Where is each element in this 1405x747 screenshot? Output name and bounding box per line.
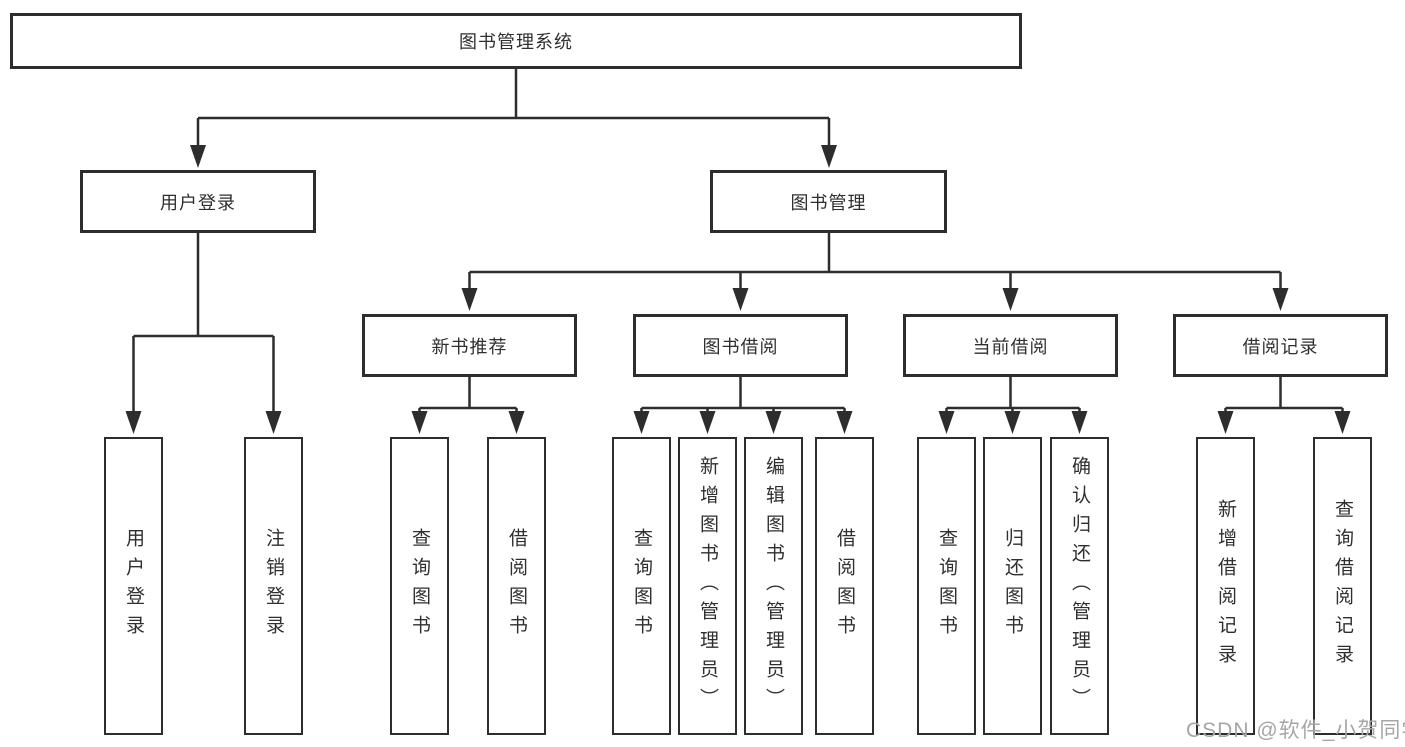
node-user-login: 用户登录 <box>80 170 316 233</box>
leaf-recommend-borrow-books: 借阅图书 <box>487 437 546 735</box>
connector-paths <box>132 68 1344 413</box>
arrowheads <box>125 145 1351 434</box>
node-current-borrowing: 当前借阅 <box>903 314 1118 377</box>
leaf-borrowing-query-books: 查询图书 <box>612 437 671 735</box>
leaf-user-login: 用户登录 <box>104 437 163 735</box>
leaf-logout: 注销登录 <box>244 437 303 735</box>
leaf-label: 查询借阅记录 <box>1332 499 1353 673</box>
leaf-return-books: 归还图书 <box>983 437 1042 735</box>
leaf-current-query-books: 查询图书 <box>917 437 976 735</box>
leaf-edit-books-admin: 编辑图书（管理员） <box>744 437 803 735</box>
leaf-borrow-books: 借阅图书 <box>815 437 874 735</box>
node-library-system: 图书管理系统 <box>10 13 1022 69</box>
node-book-borrowing: 图书借阅 <box>633 314 848 377</box>
leaf-add-books-admin: 新增图书（管理员） <box>678 437 737 735</box>
leaf-label: 归还图书 <box>1002 528 1023 644</box>
leaf-label: 查询图书 <box>409 528 430 644</box>
leaf-recommend-query-books: 查询图书 <box>390 437 449 735</box>
leaf-label: 新增图书（管理员） <box>697 455 718 717</box>
leaf-label: 确认归还（管理员） <box>1069 455 1090 717</box>
node-new-book-recommendation: 新书推荐 <box>362 314 577 377</box>
leaf-label: 编辑图书（管理员） <box>763 455 784 717</box>
leaf-label: 用户登录 <box>123 528 144 644</box>
leaf-confirm-return-admin: 确认归还（管理员） <box>1050 437 1109 735</box>
leaf-query-borrowing-record: 查询借阅记录 <box>1313 437 1372 735</box>
leaf-add-borrowing-record: 新增借阅记录 <box>1196 437 1255 735</box>
leaf-label: 新增借阅记录 <box>1215 499 1236 673</box>
leaf-label: 借阅图书 <box>506 528 527 644</box>
leaf-label: 注销登录 <box>263 528 284 644</box>
leaf-label: 查询图书 <box>936 528 957 644</box>
csdn-watermark: CSDN @软件_小贺同学 <box>1186 719 1405 742</box>
leaf-label: 查询图书 <box>631 528 652 644</box>
leaf-label: 借阅图书 <box>834 528 855 644</box>
node-borrowing-records: 借阅记录 <box>1173 314 1388 377</box>
node-book-management: 图书管理 <box>710 170 947 233</box>
